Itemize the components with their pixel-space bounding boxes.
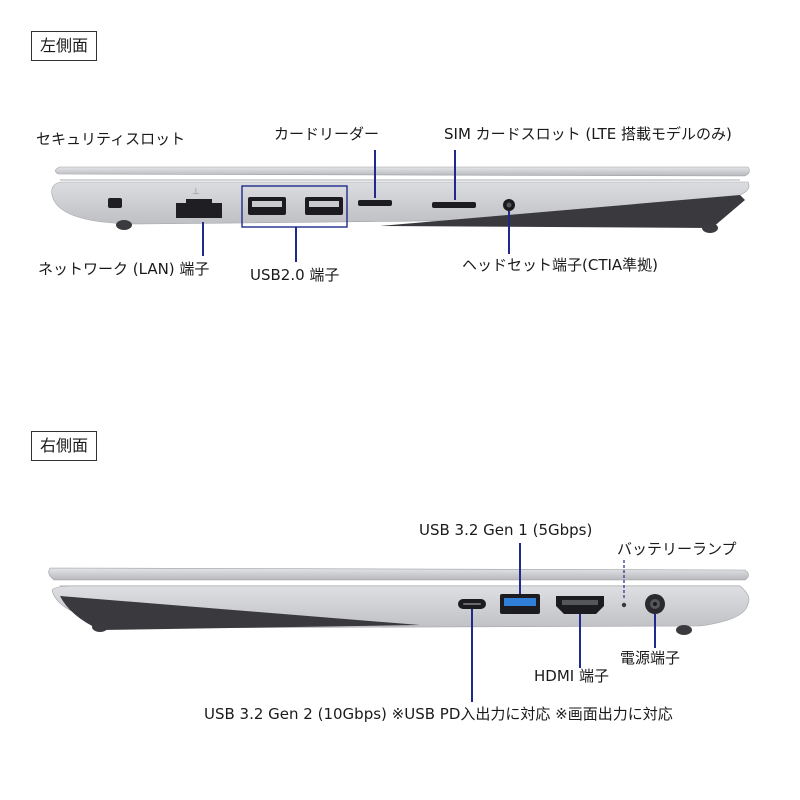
lid (48, 567, 749, 581)
label-usb32-gen2: USB 3.2 Gen 2 (10Gbps) ※USB PD入出力に対応 ※画面… (204, 705, 673, 723)
lan-port (176, 199, 222, 218)
usb-a-port-tongue (309, 201, 339, 207)
label-hdmi-port: HDMI 端子 (534, 667, 609, 685)
label-lan-port: ネットワーク (LAN) 端子 (38, 260, 210, 278)
right-side-laptop-view (48, 543, 750, 702)
left-side-laptop-view: ⊥ (51, 150, 750, 262)
chassis-bottom-edge (60, 596, 420, 630)
usb-a-port-blue-tongue (504, 598, 536, 606)
label-power-jack: 電源端子 (620, 649, 681, 667)
usb-a-port-tongue (252, 201, 282, 207)
label-headset-jack: ヘッドセット端子(CTIA準拠) (462, 256, 659, 274)
label-sim-slot: SIM カードスロット (LTE 搭載モデルのみ) (444, 125, 732, 143)
battery-lamp (621, 602, 627, 608)
left-side-title: 左側面 (31, 31, 98, 61)
security-slot (108, 198, 122, 208)
label-security-slot: セキュリティスロット (36, 130, 186, 148)
right-side-title: 右側面 (31, 431, 98, 461)
lid (55, 166, 750, 177)
usb20-highlight-box (241, 185, 348, 228)
chassis-bottom-edge (380, 195, 745, 228)
lan-port-icon: ⊥ (192, 187, 200, 197)
card-reader-slot (358, 200, 392, 206)
label-usb20-ports: USB2.0 端子 (250, 266, 340, 284)
label-card-reader: カードリーダー (274, 125, 380, 143)
sim-card-slot (432, 202, 476, 208)
label-usb32-gen1: USB 3.2 Gen 1 (5Gbps) (419, 521, 593, 539)
label-battery-lamp: バッテリーランプ (617, 540, 737, 558)
foot (676, 625, 692, 635)
foot (702, 223, 718, 233)
foot (92, 622, 108, 632)
foot (116, 220, 132, 230)
